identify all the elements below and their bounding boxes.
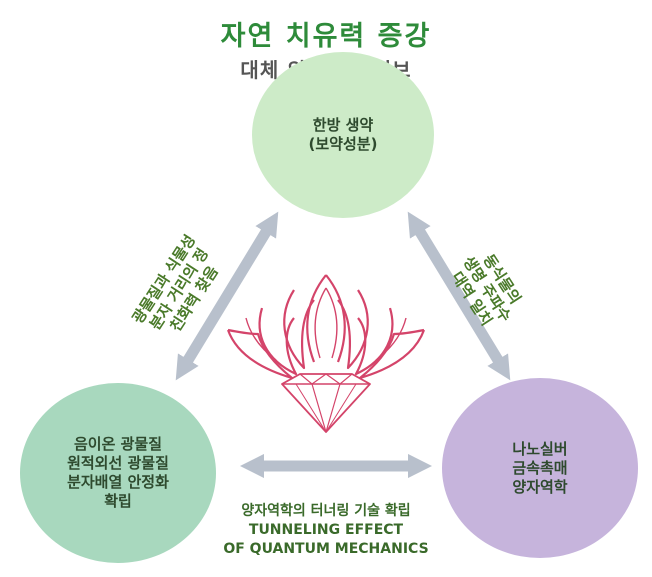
node-top-line-2: (보약성분) — [308, 135, 378, 153]
node-herbal-medicine: 한방 생약 (보약성분) — [252, 52, 434, 218]
node-left-line-3: 분자배열 안정화 — [67, 473, 169, 491]
node-left-line-1: 음이온 광물질 — [73, 435, 163, 453]
arrow-left — [175, 211, 279, 381]
lotus-diamond-icon — [226, 274, 426, 433]
node-left-line-4: 확립 — [104, 492, 132, 510]
node-right-line-1: 나노실버 — [512, 439, 568, 458]
diagram-title: 자연 치유력 증강 — [220, 21, 432, 52]
edge-bottom-line-1: 양자역학의 터너링 기술 확립 — [241, 503, 411, 519]
edge-bottom-line-3: OF QUANTUM MECHANICS — [223, 541, 429, 557]
node-minerals: 음이온 광물질 원적외선 광물질 분자배열 안정화 확립 — [20, 383, 216, 563]
edge-label-bottom: 양자역학의 터너링 기술 확립 TUNNELING EFFECT OF QUAN… — [0, 502, 652, 559]
node-left-line-2: 원적외선 광물질 — [67, 454, 169, 472]
node-right-line-2: 금속촉매 — [512, 458, 568, 477]
node-nano-silver: 나노실버 금속촉매 양자역학 — [442, 378, 638, 558]
edge-bottom-line-2: TUNNELING EFFECT — [248, 522, 404, 538]
node-right-line-3: 양자역학 — [512, 477, 568, 496]
arrow-right — [407, 211, 511, 381]
node-top-line-1: 한방 생약 — [312, 116, 374, 134]
